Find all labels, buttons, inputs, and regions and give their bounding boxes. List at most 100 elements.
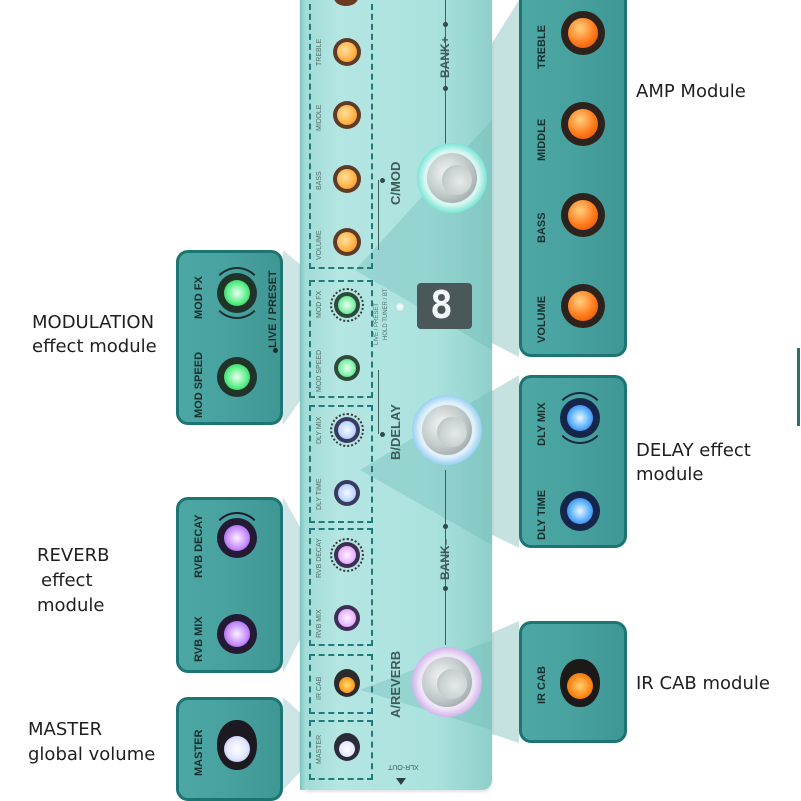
routing-line-bdelay (378, 370, 379, 434)
pedal-label-master: MASTER (316, 734, 323, 764)
amp-caption: AMP Module (636, 81, 746, 102)
footswitch-areverb[interactable] (412, 647, 482, 717)
amp-middle-knob[interactable] (561, 102, 605, 146)
ir-cab-label: IR CAB (536, 666, 548, 704)
pedal-label-modfx: MOD FX (316, 290, 323, 318)
dly-time-label: DLY TIME (536, 489, 548, 540)
bank-line-top (445, 0, 446, 145)
rvb-decay-label: RVB DECAY (193, 514, 205, 578)
status-led (396, 303, 404, 311)
pedal-label-modspeed: MOD SPEED (316, 349, 323, 392)
pedal-label-rvbdecay: RVB DECAY (316, 538, 323, 578)
bank-down-label: BANK– (438, 538, 452, 580)
pedal-edge (300, 0, 306, 790)
pedal-knob-amp-top[interactable] (334, 0, 358, 6)
pedal-label-ircab: IR CAB (316, 676, 323, 700)
pedal-label-bass: BASS (316, 171, 323, 190)
modulation-callout-panel: MOD FX MOD SPEED LIVE / PRESET (176, 250, 283, 425)
pedal-knob-rvbdecay[interactable] (334, 542, 360, 568)
routing-dot (380, 432, 385, 437)
dlymix-ring (554, 392, 606, 444)
reverb-caption-line3: module (37, 595, 105, 616)
modulation-caption-line1: MODULATION (32, 312, 155, 333)
pedal-label-rvbmix: RVB MIX (316, 609, 323, 638)
amp-volume-label: VOLUME (536, 295, 548, 343)
amp-treble-knob[interactable] (561, 11, 605, 55)
display-digit: 8 (430, 283, 453, 327)
master-group-outline (309, 720, 373, 780)
pedal-knob-dlytime[interactable] (334, 480, 360, 506)
pedal-knob-ircab[interactable] (334, 669, 360, 697)
dly-mix-label: DLY MIX (536, 402, 548, 446)
pedal-label-volume: VOLUME (316, 230, 323, 260)
reverb-caption-line2: effect (41, 570, 93, 591)
hold-tuner-label: HOLD TUNER / BT (383, 288, 389, 340)
switch-label-cmod: C/MOD (388, 161, 403, 205)
pedal-knob-treble[interactable] (333, 38, 361, 66)
ircab-group-outline (309, 654, 373, 714)
modulation-caption-line2: effect module (32, 336, 157, 357)
live-preset-callout-label: LIVE / PRESET (267, 270, 279, 348)
switch-label-bdelay: B/DELAY (388, 404, 403, 460)
pedal-knob-dlymix[interactable] (334, 417, 360, 443)
pedal-knob-modspeed[interactable] (334, 355, 360, 381)
bank-display: 8 (417, 283, 472, 329)
ir-cab-knob[interactable] (560, 659, 600, 707)
xlr-out-label: XLR-OUT (388, 763, 419, 770)
amp-bass-knob[interactable] (561, 193, 605, 237)
pedal-knob-rvbmix[interactable] (334, 605, 360, 631)
mod-fx-label: MOD FX (193, 276, 205, 319)
mod-speed-label: MOD SPEED (193, 351, 205, 418)
master-knob[interactable] (217, 720, 257, 770)
routing-dot (380, 178, 385, 183)
rvb-mix-knob[interactable] (217, 614, 257, 654)
pedal-label-treble: TREBLE (316, 38, 323, 66)
reverb-group-outline (309, 528, 373, 646)
pedal-knob-modfx[interactable] (334, 292, 360, 318)
amp-volume-knob[interactable] (561, 284, 605, 328)
pedal-knob-bass[interactable] (333, 165, 361, 193)
master-caption-line1: MASTER (28, 719, 103, 740)
live-preset-dot (273, 348, 278, 353)
mod-group-outline (309, 280, 373, 398)
pedal-label-dlytime: DLY TIME (316, 478, 323, 510)
delay-caption-line1: DELAY effect (636, 440, 751, 461)
pedal-label-middle: MIDDLE (316, 104, 323, 131)
rvb-mix-label: RVB MIX (193, 616, 205, 662)
bank-dot (443, 22, 448, 27)
footswitch-cmod[interactable] (417, 143, 487, 213)
pedal-label-dlymix: DLY MIX (316, 416, 323, 444)
edge-sliver (797, 348, 800, 426)
pedal-knob-middle[interactable] (333, 101, 361, 129)
routing-line-cmod (378, 180, 379, 250)
master-caption-line2: global volume (28, 744, 156, 765)
amp-bass-label: BASS (536, 212, 548, 243)
amp-callout-panel: TREBLE MIDDLE BASS VOLUME (519, 0, 627, 357)
dly-mix-knob[interactable] (560, 398, 600, 438)
live-preset-label: LIVE / PRESET (374, 302, 380, 345)
amp-group-outline (309, 0, 373, 269)
bank-dot (443, 586, 448, 591)
reverb-caption-line1: REVERB (37, 545, 110, 566)
mod-fx-knob[interactable] (217, 273, 257, 313)
ircab-callout-panel: IR CAB (519, 621, 627, 743)
amp-middle-label: MIDDLE (536, 118, 548, 161)
bank-dot (443, 524, 448, 529)
delay-group-outline (309, 405, 373, 523)
switch-label-areverb: A/REVERB (388, 650, 403, 718)
pedal-knob-rvbdecay-ring (330, 538, 364, 572)
pedal-knob-master[interactable] (334, 733, 360, 761)
pedal-knob-dlymix-ring (330, 413, 364, 447)
amp-treble-label: TREBLE (536, 25, 548, 69)
pedal-knob-volume[interactable] (333, 228, 361, 256)
delay-callout-panel: DLY MIX DLY TIME (519, 375, 627, 548)
bank-line-bottom (445, 470, 446, 645)
master-callout-panel: MASTER (176, 697, 283, 801)
master-label: MASTER (193, 729, 205, 776)
modfx-ring (211, 267, 263, 319)
dly-time-knob[interactable] (560, 491, 600, 531)
mod-speed-knob[interactable] (217, 357, 257, 397)
footswitch-bdelay[interactable] (412, 395, 482, 465)
bank-up-label: BANK+ (438, 36, 452, 78)
rvb-decay-knob[interactable] (217, 518, 257, 558)
